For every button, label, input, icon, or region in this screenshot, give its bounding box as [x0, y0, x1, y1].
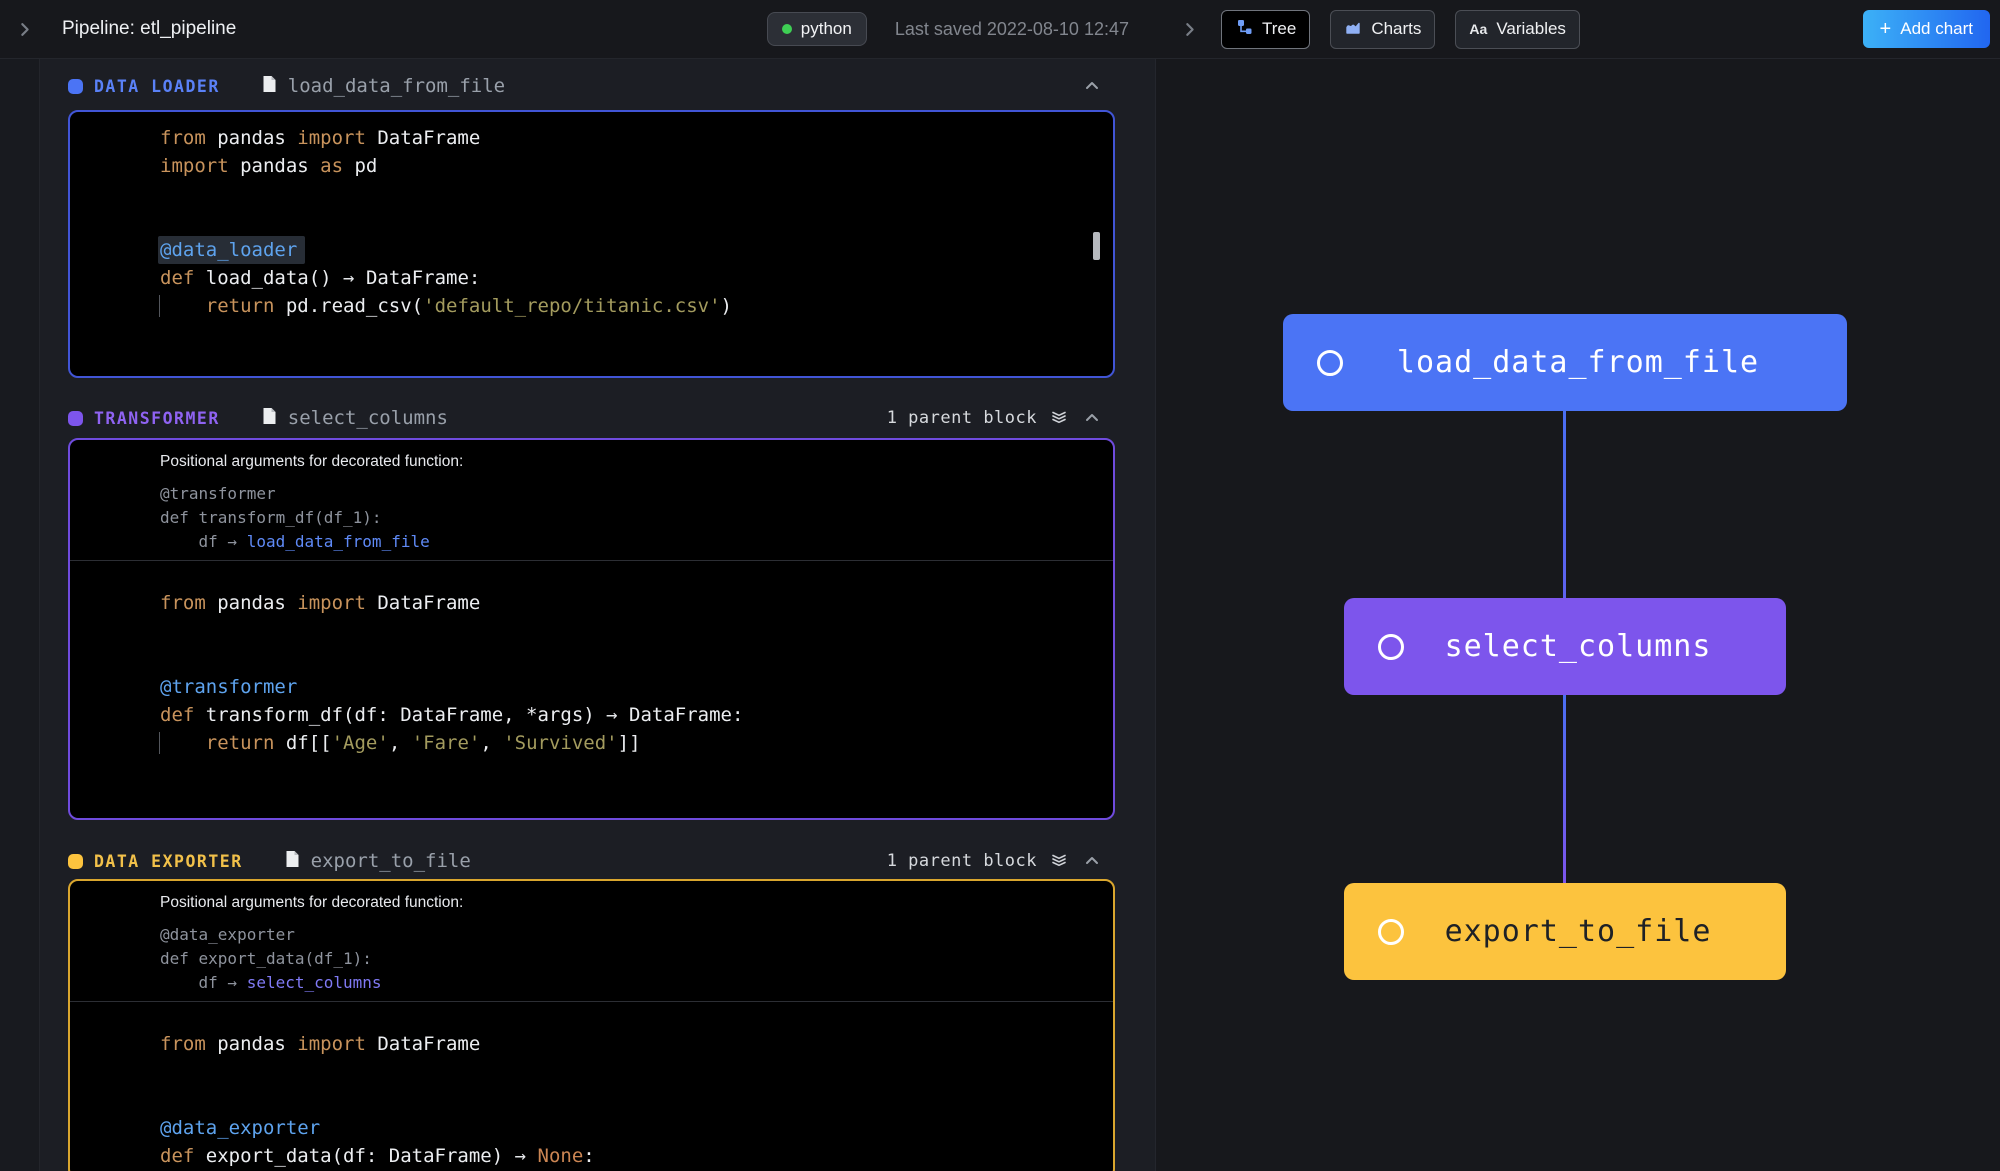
green-status-dot-icon	[781, 24, 792, 34]
block-header-actions	[1081, 75, 1103, 97]
transformer-code-block[interactable]: Positional arguments for decorated funct…	[68, 438, 1115, 820]
block-file-name: load_data_from_file	[287, 75, 506, 97]
tree-node-export-to-file[interactable]: export_to_file	[1344, 883, 1786, 980]
block-file: load_data_from_file	[262, 75, 505, 98]
tab-variables-label: Variables	[1496, 19, 1566, 38]
layers-stack-icon[interactable]	[1050, 850, 1068, 873]
data-loader-dot-icon	[68, 78, 83, 94]
positional-arguments-panel: Positional arguments for decorated funct…	[70, 440, 1113, 561]
block-header-actions: 1 parent block	[887, 850, 1103, 873]
node-status-circle-icon	[1378, 633, 1404, 660]
parent-blocks-label: 1 parent block	[886, 408, 1037, 428]
tree-node-load-data-from-file[interactable]: load_data_from_file	[1283, 314, 1847, 411]
code-editor[interactable]: from pandas import DataFrame@data_export…	[160, 1033, 595, 1167]
left-rail	[0, 59, 40, 1171]
tree-node-select-columns[interactable]: select_columns	[1344, 598, 1786, 695]
node-label: select_columns	[1444, 629, 1712, 664]
area-chart-icon	[1344, 18, 1362, 41]
block-file-name: export_to_file	[310, 850, 471, 872]
pipeline-notebook: DATA LOADER load_data_from_file from pan…	[40, 59, 1155, 1171]
node-label: load_data_from_file	[1396, 345, 1760, 380]
collapse-panel-chevron-icon[interactable]	[1179, 18, 1201, 40]
add-chart-label: Add chart	[1900, 19, 1973, 38]
argument-line: df → load_data_from_file	[160, 530, 1113, 554]
collapse-block-chevron-up-icon[interactable]	[1081, 75, 1103, 97]
block-type-label: DATA EXPORTER	[94, 851, 243, 871]
positional-arguments-title: Positional arguments for decorated funct…	[160, 453, 464, 470]
pipeline-title: Pipeline: etl_pipeline	[62, 18, 237, 39]
argument-line: df → select_columns	[160, 971, 1113, 995]
tab-tree[interactable]: Tree	[1221, 9, 1311, 49]
parent-blocks-label: 1 parent block	[886, 851, 1037, 871]
def-line: def export_data(df_1):	[160, 949, 372, 968]
code-editor[interactable]: from pandas import DataFrame@transformer…	[70, 561, 1113, 757]
main-content: DATA LOADER load_data_from_file from pan…	[0, 59, 2000, 1171]
dependency-tree-pane: load_data_from_file select_columns expor…	[1155, 59, 2000, 1171]
top-bar-left: Pipeline: etl_pipeline python Last saved…	[0, 0, 1155, 58]
edge-loader-to-transformer	[1563, 411, 1566, 598]
collapse-block-chevron-up-icon[interactable]	[1081, 407, 1103, 429]
parent-block-link[interactable]: select_columns	[246, 973, 382, 992]
argument-prefix: df →	[160, 532, 247, 551]
block-file: export_to_file	[285, 850, 471, 873]
parent-block-link[interactable]: load_data_from_file	[246, 532, 430, 551]
positional-arguments-panel: Positional arguments for decorated funct…	[70, 881, 1113, 1002]
add-chart-button[interactable]: + Add chart	[1862, 10, 1990, 48]
positional-arguments-title: Positional arguments for decorated funct…	[160, 894, 464, 911]
block-file-name: select_columns	[287, 407, 448, 429]
decorator-line: @data_exporter	[160, 925, 295, 944]
top-bar: Pipeline: etl_pipeline python Last saved…	[0, 0, 2000, 59]
tab-charts-label: Charts	[1371, 19, 1422, 38]
tab-tree-label: Tree	[1262, 19, 1297, 38]
file-icon	[285, 850, 300, 873]
block-file: select_columns	[262, 407, 448, 430]
node-status-circle-icon	[1317, 349, 1343, 376]
collapse-block-chevron-up-icon[interactable]	[1081, 850, 1103, 872]
tree-icon	[1235, 18, 1253, 41]
last-saved-status: Last saved 2022-08-10 12:47	[894, 18, 1129, 39]
def-line: def transform_df(df_1):	[160, 508, 382, 527]
transformer-block-header: TRANSFORMER select_columns 1 parent bloc…	[68, 404, 1115, 432]
language-badge-label: python	[800, 19, 852, 38]
layers-stack-icon[interactable]	[1050, 407, 1068, 430]
variables-aa-icon: Aa	[1469, 21, 1488, 37]
edge-transformer-to-exporter	[1563, 695, 1566, 883]
tab-charts[interactable]: Charts	[1330, 9, 1436, 49]
transformer-dot-icon	[68, 410, 83, 426]
collapse-sidebar-chevron-icon[interactable]	[14, 18, 36, 40]
plus-icon: +	[1879, 18, 1892, 40]
data-exporter-dot-icon	[68, 853, 83, 869]
argument-prefix: df →	[160, 973, 247, 992]
data-exporter-code-block[interactable]: Positional arguments for decorated funct…	[68, 879, 1115, 1171]
file-icon	[262, 75, 277, 98]
code-scrollbar-thumb[interactable]	[1093, 232, 1100, 260]
data-loader-block-header: DATA LOADER load_data_from_file	[68, 72, 1115, 100]
language-badge: python	[766, 12, 867, 46]
file-icon	[262, 407, 277, 430]
block-header-actions: 1 parent block	[887, 407, 1103, 430]
block-type-label: DATA LOADER	[94, 76, 220, 96]
decorator-line: @transformer	[160, 484, 276, 503]
tab-variables[interactable]: Aa Variables	[1455, 9, 1580, 49]
top-bar-right: Tree Charts Aa Variables + Add chart	[1155, 0, 2000, 58]
block-type-label: TRANSFORMER	[94, 408, 220, 428]
view-tabs: Tree Charts Aa Variables	[1221, 9, 1580, 49]
data-exporter-block-header: DATA EXPORTER export_to_file 1 parent bl…	[68, 847, 1115, 875]
node-label: export_to_file	[1444, 914, 1712, 949]
node-status-circle-icon	[1378, 918, 1404, 945]
